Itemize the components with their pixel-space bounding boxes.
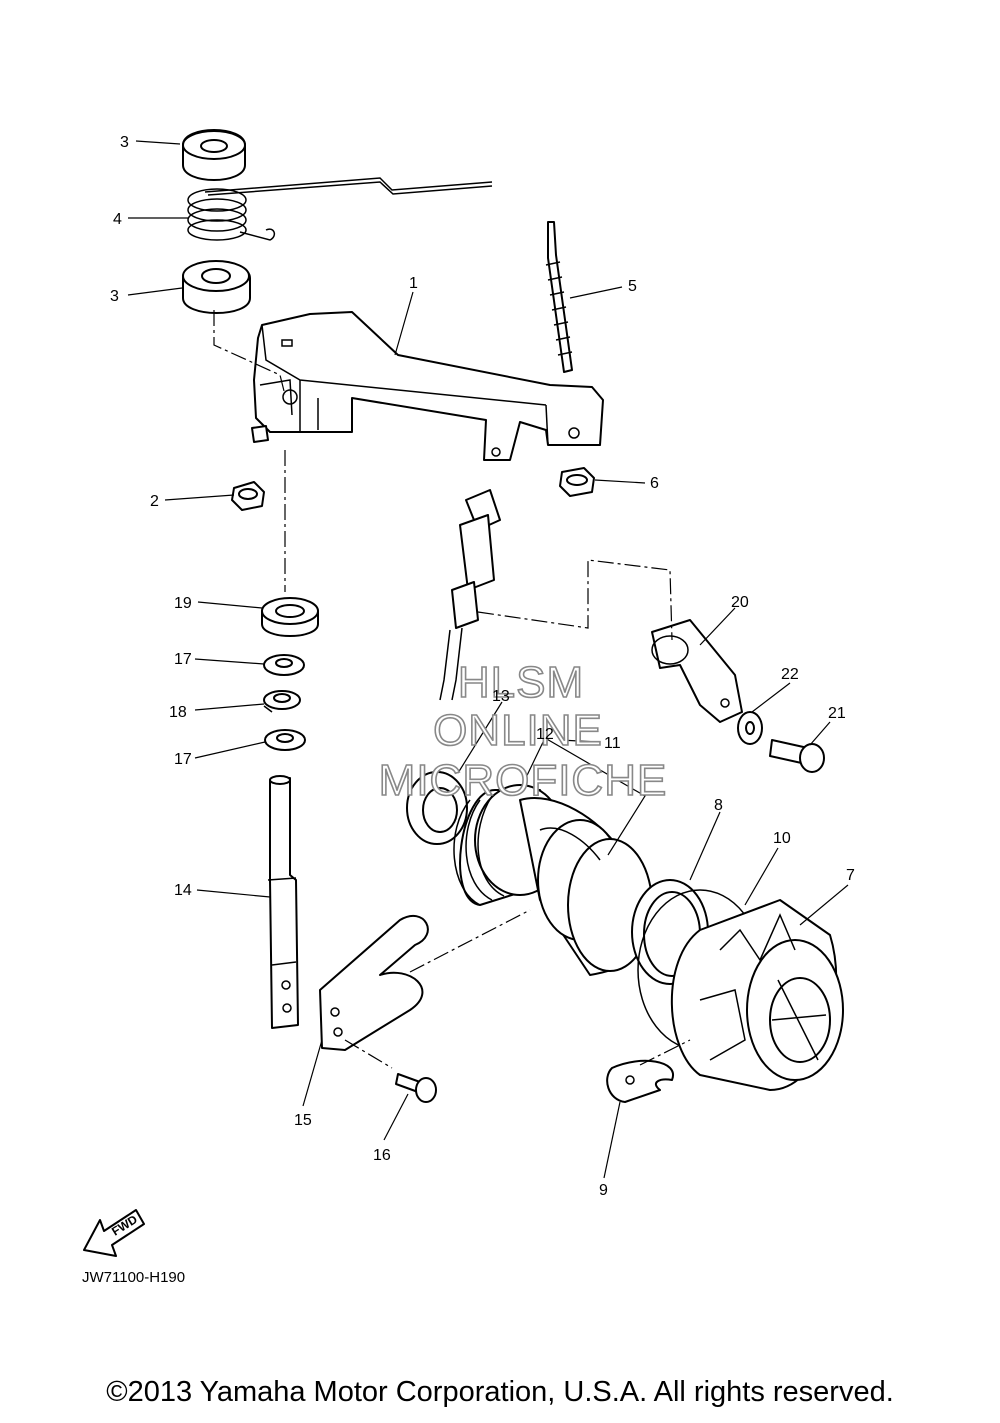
callout-label: 18 [169, 704, 187, 721]
callout-label: 16 [373, 1147, 391, 1164]
callout-label: 8 [714, 797, 723, 814]
thrust-washer [406, 771, 468, 845]
bellows-boot [519, 797, 661, 976]
bolt [395, 1073, 437, 1103]
cable-end [439, 489, 501, 701]
washer-upper [263, 654, 305, 676]
callout-label: 17 [174, 651, 192, 668]
callout-label: 13 [492, 688, 510, 705]
callout-label: 22 [781, 666, 799, 683]
watermark: HLSM ONLINE MICROFICHE [378, 657, 668, 806]
parts-diagram: HLSM ONLINE MICROFICHE 3 4 3 1 5 2 6 19 … [82, 129, 855, 1286]
nut-left [231, 481, 265, 511]
callout-label: 11 [604, 735, 621, 752]
shift-shaft [267, 775, 299, 1029]
diagram-code: JW71100-H190 [82, 1269, 185, 1286]
callout-label: 14 [174, 882, 192, 899]
callout-label: 12 [536, 726, 554, 743]
callout-label: 9 [599, 1182, 608, 1199]
callout-label: 17 [174, 751, 192, 768]
callout-label: 7 [846, 867, 855, 884]
grommet-top [182, 129, 246, 181]
callout-label: 2 [150, 493, 159, 510]
callout-label: 19 [174, 595, 192, 612]
callout-label: 4 [113, 211, 122, 228]
watermark-line3: MICROFICHE [379, 756, 668, 805]
washer-22 [737, 711, 763, 745]
lock-washer [263, 690, 301, 713]
callout-label: 3 [110, 288, 119, 305]
copyright-notice: ©2013 Yamaha Motor Corporation, U.S.A. A… [106, 1376, 894, 1408]
adjust-screw [545, 221, 573, 373]
watermark-line1: HLSM [458, 658, 584, 707]
dog-housing [670, 899, 844, 1091]
shift-lever [651, 619, 743, 723]
bearing [261, 597, 319, 637]
callout-label: 1 [409, 275, 418, 292]
grommet-lower [182, 260, 251, 314]
callout-labels: 3 4 3 1 5 2 6 19 17 18 17 14 15 16 9 13 … [110, 134, 855, 1199]
bracket [251, 311, 604, 461]
watermark-line2: ONLINE [433, 706, 603, 755]
callout-label: 3 [120, 134, 129, 151]
torsion-spring [187, 177, 493, 241]
callout-label: 6 [650, 475, 659, 492]
callout-label: 5 [628, 278, 637, 295]
nut-right [559, 467, 595, 497]
bolt-21 [769, 739, 825, 773]
shift-plate [319, 914, 429, 1051]
callout-label: 20 [731, 594, 749, 611]
callout-label: 10 [773, 830, 791, 847]
fwd-arrow-icon: FWD [83, 1209, 145, 1257]
washer-lower [264, 729, 306, 751]
callout-label: 21 [828, 705, 846, 722]
callout-label: 15 [294, 1112, 312, 1129]
cam-plate [606, 1059, 675, 1103]
